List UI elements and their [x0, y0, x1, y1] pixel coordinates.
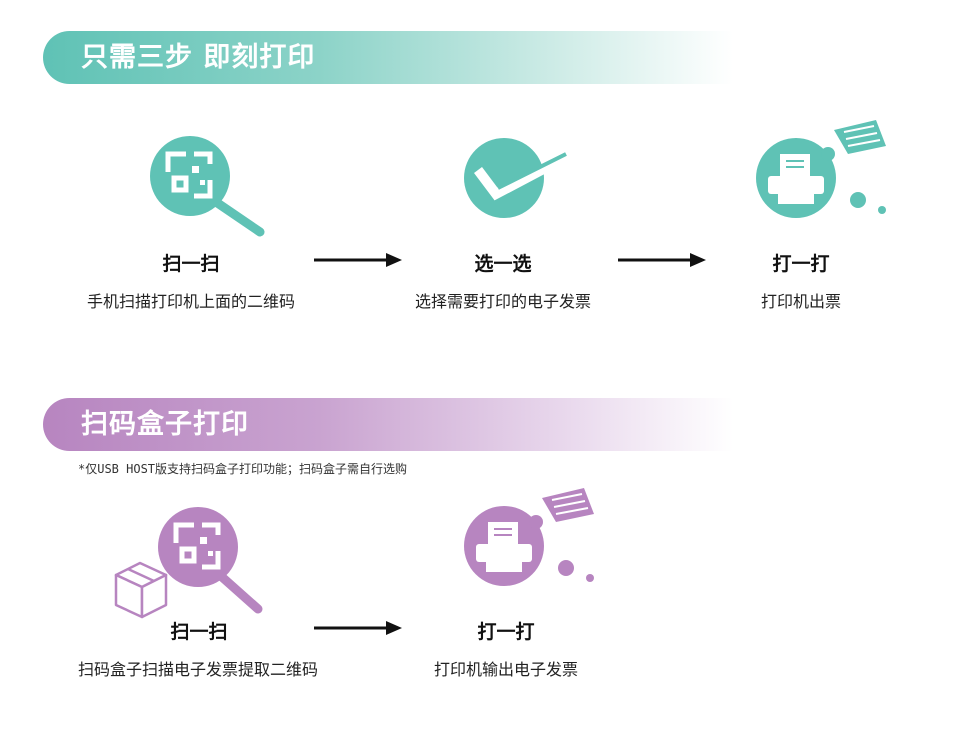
- s1-step3-desc: 打印机出票: [760, 292, 841, 311]
- qr-search-icon: [150, 136, 265, 237]
- section2-banner: 扫码盒子打印: [43, 398, 733, 451]
- qr-search-icon: [114, 507, 263, 619]
- s1-step1-desc: 手机扫描打印机上面的二维码: [86, 292, 295, 311]
- s2-step1-desc: 扫码盒子扫描电子发票提取二维码: [77, 660, 318, 679]
- s1-step2-title: 选一选: [474, 253, 532, 275]
- s1-step1-title: 扫一扫: [162, 253, 220, 275]
- arrow-right-icon: [618, 253, 706, 267]
- section1-title: 只需三步 即刻打印: [81, 42, 316, 73]
- arrow-right-icon: [314, 621, 402, 635]
- s2-step2-title: 打一打: [477, 621, 535, 643]
- s1-step2-desc: 选择需要打印的电子发票: [414, 292, 591, 311]
- checkmark-icon: [464, 138, 571, 218]
- arrow-right-icon: [314, 253, 402, 267]
- s1-step3-title: 打一打: [772, 253, 830, 275]
- s2-step1-title: 扫一扫: [170, 621, 228, 643]
- printer-icon: [464, 488, 594, 586]
- s2-step2-desc: 打印机输出电子发票: [433, 660, 578, 679]
- printer-icon: [756, 120, 886, 218]
- section2-note: *仅USB HOST版支持扫码盒子打印功能；扫码盒子需自行选购: [78, 462, 408, 476]
- section2-title: 扫码盒子打印: [81, 409, 249, 440]
- box-icon: [114, 561, 168, 619]
- section1-banner: 只需三步 即刻打印: [43, 31, 733, 84]
